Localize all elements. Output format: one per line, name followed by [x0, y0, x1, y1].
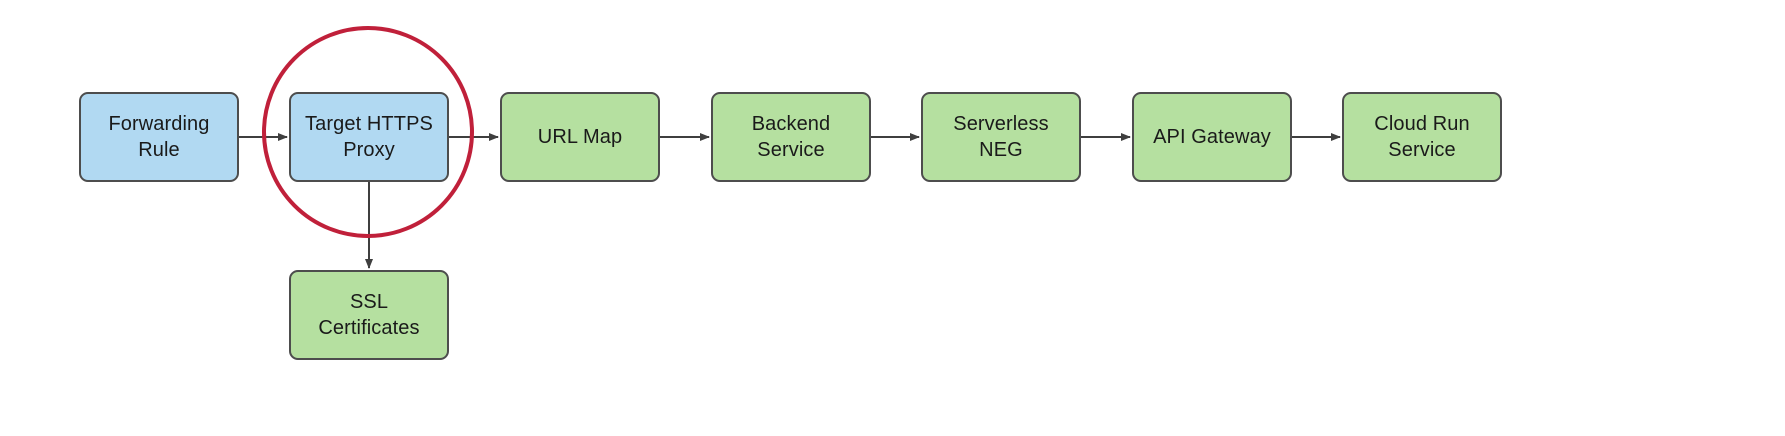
node-label: SSL Certificates [318, 291, 420, 339]
node-label: Target HTTPS Proxy [305, 113, 433, 161]
node-api-gateway[interactable]: API Gateway [1132, 92, 1292, 182]
node-label: Forwarding Rule [108, 113, 210, 161]
node-label: Serverless NEG [953, 113, 1049, 161]
node-cloud-run-service[interactable]: Cloud Run Service [1342, 92, 1502, 182]
node-label: API Gateway [1153, 126, 1271, 148]
node-backend-service[interactable]: Backend Service [711, 92, 871, 182]
node-label: Cloud Run Service [1374, 113, 1470, 161]
node-forwarding-rule[interactable]: Forwarding Rule [79, 92, 239, 182]
node-serverless-neg[interactable]: Serverless NEG [921, 92, 1081, 182]
node-ssl-certificates[interactable]: SSL Certificates [289, 270, 449, 360]
node-target-https-proxy[interactable]: Target HTTPS Proxy [289, 92, 449, 182]
node-label: URL Map [537, 126, 623, 148]
node-url-map[interactable]: URL Map [500, 92, 660, 182]
node-label: Backend Service [751, 113, 831, 161]
